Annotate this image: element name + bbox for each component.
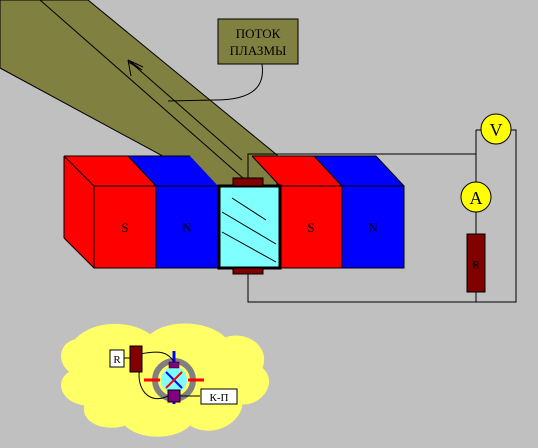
voltmeter-label: V	[490, 120, 503, 140]
magnet-label-4: N	[368, 220, 378, 235]
inset-schematic: R К-П	[109, 345, 238, 405]
inset-channel-block	[167, 389, 181, 403]
ammeter: A	[460, 181, 492, 213]
magnet-block: S N S N	[63, 155, 405, 269]
plasma-label-line1: ПОТОК	[236, 26, 281, 41]
ammeter-label: A	[470, 188, 483, 208]
magnet-s-left	[93, 185, 157, 269]
inset-resistor-label: R	[113, 354, 121, 366]
mhd-channel	[217, 184, 282, 270]
magnet-n-right	[341, 185, 405, 269]
inset-resistor	[129, 345, 143, 373]
flow-arrow	[127, 59, 243, 161]
circuit-wires	[247, 129, 517, 303]
resistor-label: R	[472, 259, 480, 271]
plasma-label-line2: ПЛАЗМЫ	[230, 43, 287, 58]
label-leader	[167, 63, 263, 102]
load-resistor: R	[466, 233, 486, 293]
bottom-electrode	[232, 267, 264, 275]
magnet-label-3: S	[307, 220, 314, 235]
plasma-label-box: ПОТОК ПЛАЗМЫ	[217, 18, 299, 65]
voltmeter: V	[480, 113, 512, 145]
magnet-label-1: S	[121, 220, 128, 235]
magnet-label-2: N	[182, 220, 192, 235]
inset-channel-label: К-П	[210, 392, 229, 404]
magnet-n-left	[155, 185, 219, 269]
top-electrode	[232, 177, 264, 187]
